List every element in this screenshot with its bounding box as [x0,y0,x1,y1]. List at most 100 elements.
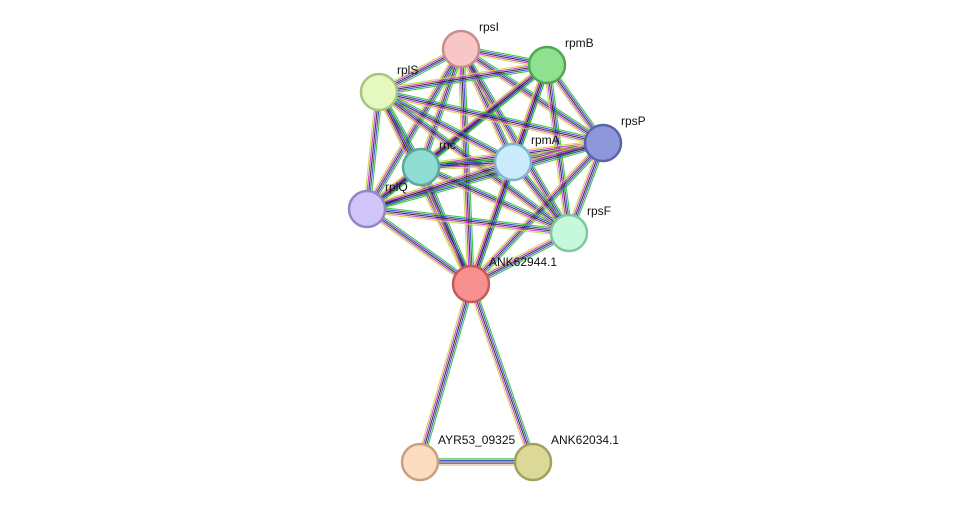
edge-rpmA-rplQ [365,158,515,213]
node-rnc[interactable]: rnc [401,138,456,187]
node-ANK62034.1[interactable]: ANK62034.1 [513,433,619,482]
edge-evidence-line [367,205,570,231]
edge-evidence-line [416,282,469,462]
edge-rplS-rpsP [378,88,604,147]
edge-evidence-line [378,94,603,147]
node-label: ANK62034.1 [551,433,619,447]
edge-evidence-line [378,64,548,93]
edge-evidence-line [366,159,513,209]
edge-evidence-line [378,62,547,91]
edge-ANK62944.1-AYR53_09325 [416,282,475,464]
node-circle[interactable] [347,189,387,229]
edge-evidence-line [419,167,471,285]
edge-evidence-line [473,282,537,462]
node-label: AYR53_09325 [438,433,516,447]
edge-evidence-line [459,49,603,145]
edge-evidence-line [378,91,604,144]
edge-evidence-line [468,284,533,463]
node-circle[interactable] [401,147,441,187]
edge-evidence-line [369,92,383,210]
node-circle[interactable] [527,45,567,85]
edge-evidence-line [423,165,475,283]
edge-evidence-line [367,164,515,213]
edge-evidence-line [379,88,604,141]
node-rplQ[interactable]: rplQ [347,180,408,229]
edges-layer [363,45,607,466]
edge-evidence-line [366,208,472,285]
edge-evidence-line [366,210,569,236]
node-circle[interactable] [549,213,589,253]
node-circle[interactable] [583,123,623,163]
edge-evidence-line [366,211,569,237]
edge-evidence-line [380,88,515,160]
edge-evidence-line [378,92,513,164]
edge-evidence-line [457,50,511,164]
node-ANK62944.1[interactable]: ANK62944.1 [451,255,557,304]
edge-evidence-line [366,161,514,210]
edge-evidence-line [367,207,473,284]
edge-evidence-line [363,91,377,209]
node-rpsF[interactable]: rpsF [549,204,611,253]
edge-evidence-line [379,67,548,96]
edge-evidence-line [470,161,514,285]
edge-evidence-line [364,91,378,209]
edge-evidence-line [367,162,514,212]
node-label: rpsP [621,114,646,128]
node-rpmB[interactable]: rpmB [527,36,594,85]
node-AYR53_09325[interactable]: AYR53_09325 [400,433,516,482]
edge-evidence-line [367,145,605,213]
edge-evidence-line [366,48,462,210]
node-circle[interactable] [451,264,491,304]
node-label: rpmB [565,36,594,50]
edge-evidence-line [468,140,602,283]
node-circle[interactable] [359,72,399,112]
edge-evidence-line [422,163,571,231]
edge-evidence-line [377,94,512,166]
edge-evidence-line [467,284,531,464]
edge-evidence-line [422,284,475,464]
edge-evidence-line [460,48,604,144]
edge-evidence-line [378,93,603,146]
node-rpsI[interactable]: rpsI [441,20,499,69]
edge-evidence-line [421,284,474,463]
node-circle[interactable] [493,142,533,182]
node-rplS[interactable]: rplS [359,63,418,112]
edge-evidence-line [366,91,380,210]
edge-evidence-line [423,49,465,169]
edge-evidence-line [378,91,514,163]
edge-rplQ-ANK62944.1 [364,205,474,288]
edge-evidence-line [365,158,513,207]
edge-evidence-line [368,205,474,282]
edge-evidence-line [471,283,536,462]
node-rpmA[interactable]: rpmA [493,133,560,182]
node-label: ANK62944.1 [489,255,557,269]
node-label: rplS [397,63,418,77]
node-circle[interactable] [513,442,553,482]
nodes-layer: rpsI rpmB rplS rpsP rnc rpmA rplQ rpsF ANK62944.… [347,20,646,482]
edge-evidence-line [366,208,570,234]
edge-evidence-line [419,283,472,463]
edge-evidence-line [365,209,471,286]
edge-evidence-line [363,47,459,208]
edge-evidence-line [471,143,605,286]
edge-rnc-ANK62944.1 [417,165,475,286]
node-label: rnc [439,138,456,152]
node-circle[interactable] [400,442,440,482]
edge-rpmB-rplS [378,61,548,96]
edge-evidence-line [364,211,470,288]
edge-evidence-line [378,61,547,90]
edge-ANK62944.1-ANK62034.1 [467,282,537,464]
edge-rpsI-rpsP [458,45,606,147]
edge-evidence-line [470,283,534,463]
edge-evidence-line [420,166,472,285]
node-label: rpsF [587,204,611,218]
edge-evidence-line [470,142,604,285]
node-rpsP[interactable]: rpsP [583,114,646,163]
edge-evidence-line [421,166,473,284]
edge-evidence-line [420,167,569,235]
node-circle[interactable] [441,29,481,69]
edge-rplS-rplQ [363,91,383,210]
edge-evidence-line [379,66,548,95]
edge-evidence-line [368,92,382,210]
